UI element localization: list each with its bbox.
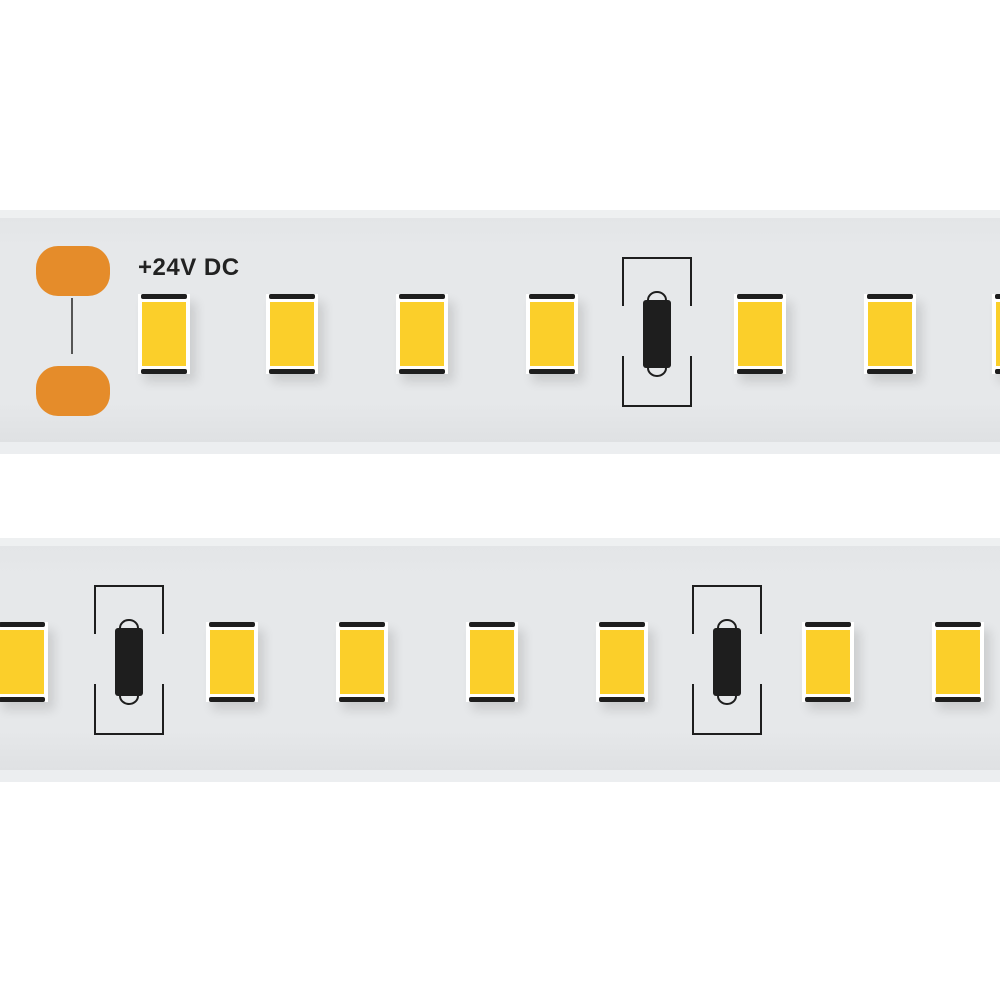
strip-edge (0, 770, 1000, 782)
led-strip-top: +24V DC (0, 210, 1000, 454)
led-strip-bottom (0, 538, 1000, 782)
voltage-label: +24V DC (138, 254, 240, 281)
strip-edge (0, 210, 1000, 218)
strip-edge (0, 442, 1000, 454)
resistor-icon (94, 584, 164, 736)
led-chip-icon (992, 294, 1000, 374)
strip-channel (0, 218, 1000, 248)
led-chip-icon (596, 622, 648, 702)
led-chip-icon (206, 622, 258, 702)
solder-pad-icon (36, 246, 110, 296)
led-chip-icon (526, 294, 578, 374)
led-chip-icon (336, 622, 388, 702)
solder-pad-icon (36, 366, 110, 416)
led-chip-icon (864, 294, 916, 374)
strip-channel (0, 402, 1000, 442)
led-chip-icon (466, 622, 518, 702)
pad-link-line (71, 298, 73, 354)
led-chip-icon (802, 622, 854, 702)
led-chip-icon (266, 294, 318, 374)
led-chip-icon (0, 622, 48, 702)
led-chip-icon (932, 622, 984, 702)
led-chip-icon (138, 294, 190, 374)
strip-edge (0, 538, 1000, 546)
strip-channel (0, 546, 1000, 576)
strip-channel (0, 730, 1000, 770)
resistor-icon (692, 584, 762, 736)
led-chip-icon (396, 294, 448, 374)
resistor-icon (622, 256, 692, 408)
led-chip-icon (734, 294, 786, 374)
